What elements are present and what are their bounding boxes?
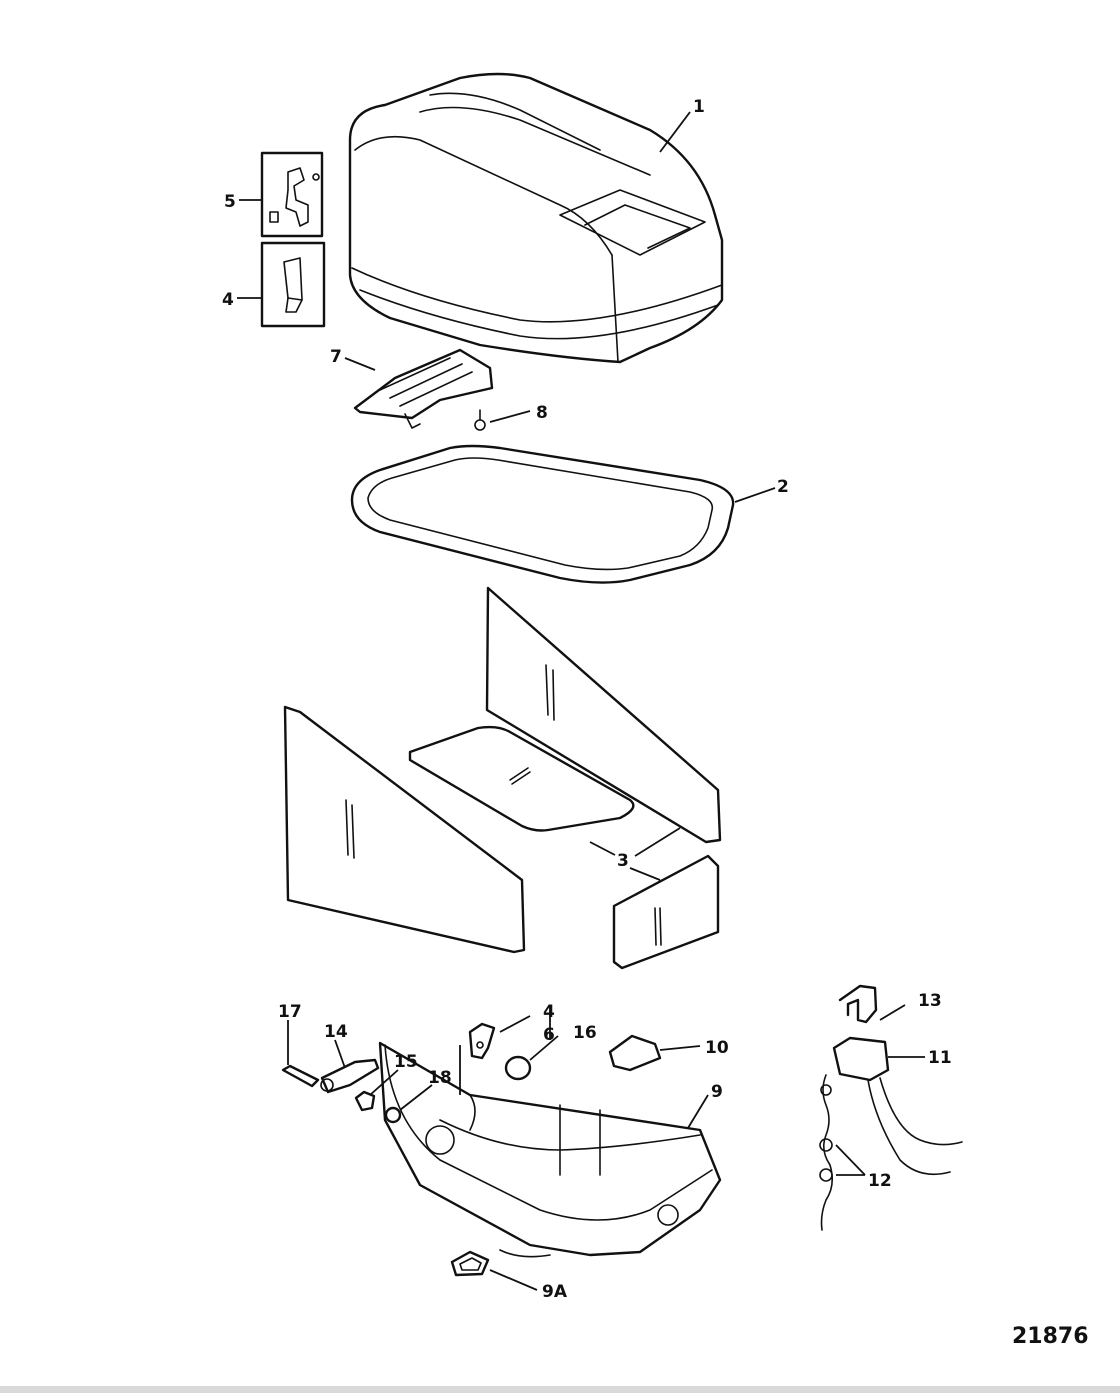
callout-5: 5 <box>224 192 236 212</box>
callout-15: 15 <box>394 1052 418 1072</box>
callout-1: 1 <box>693 97 705 117</box>
callout-2: 2 <box>777 477 789 497</box>
callout-6: 6 <box>543 1025 555 1045</box>
callout-4-bottom: 4 <box>543 1002 555 1022</box>
callout-11: 11 <box>928 1048 952 1068</box>
part-15-nut <box>354 1090 376 1112</box>
callout-18: 18 <box>428 1068 452 1088</box>
part-13-clip <box>838 984 878 1024</box>
top-cowl-part <box>348 72 724 364</box>
callout-labels: 1 5 4 7 8 2 3 17 14 15 18 4 6 16 10 9 9A… <box>222 97 952 1302</box>
part-4-bracket-box <box>260 241 326 328</box>
part-2-seal <box>350 444 735 584</box>
callout-16: 16 <box>573 1023 597 1043</box>
callout-13: 13 <box>918 991 942 1011</box>
callout-3: 3 <box>617 851 629 871</box>
leader-lines <box>237 111 925 1291</box>
callout-7: 7 <box>330 347 342 367</box>
part-7-latch-bracket <box>353 348 494 429</box>
part-6-clip <box>468 1022 496 1060</box>
part-9a-gasket <box>450 1250 490 1277</box>
part-12-lanyard <box>819 1074 834 1231</box>
figure-number: 21876 <box>1012 1324 1089 1349</box>
callout-9a: 9A <box>542 1282 568 1302</box>
bottom-edge-bar <box>0 1386 1120 1393</box>
part-3-insulation-pads <box>283 586 722 970</box>
part-10-fitting <box>608 1034 662 1072</box>
part-5-bracket-box <box>260 151 324 238</box>
part-8-screw <box>474 409 486 431</box>
callout-8: 8 <box>536 403 548 423</box>
callout-9: 9 <box>711 1082 723 1102</box>
part-14-lever <box>320 1058 380 1094</box>
part-16-grommet <box>504 1055 532 1081</box>
callout-17: 17 <box>278 1002 302 1022</box>
part-9-bottom-cowl <box>378 1041 722 1258</box>
callout-12: 12 <box>868 1171 892 1191</box>
callout-4-top: 4 <box>222 290 234 310</box>
part-17-bolt <box>281 1064 320 1088</box>
callout-14: 14 <box>324 1022 348 1042</box>
part-11-switch <box>832 1036 963 1176</box>
part-18-washer <box>384 1106 402 1124</box>
callout-10: 10 <box>705 1038 729 1058</box>
